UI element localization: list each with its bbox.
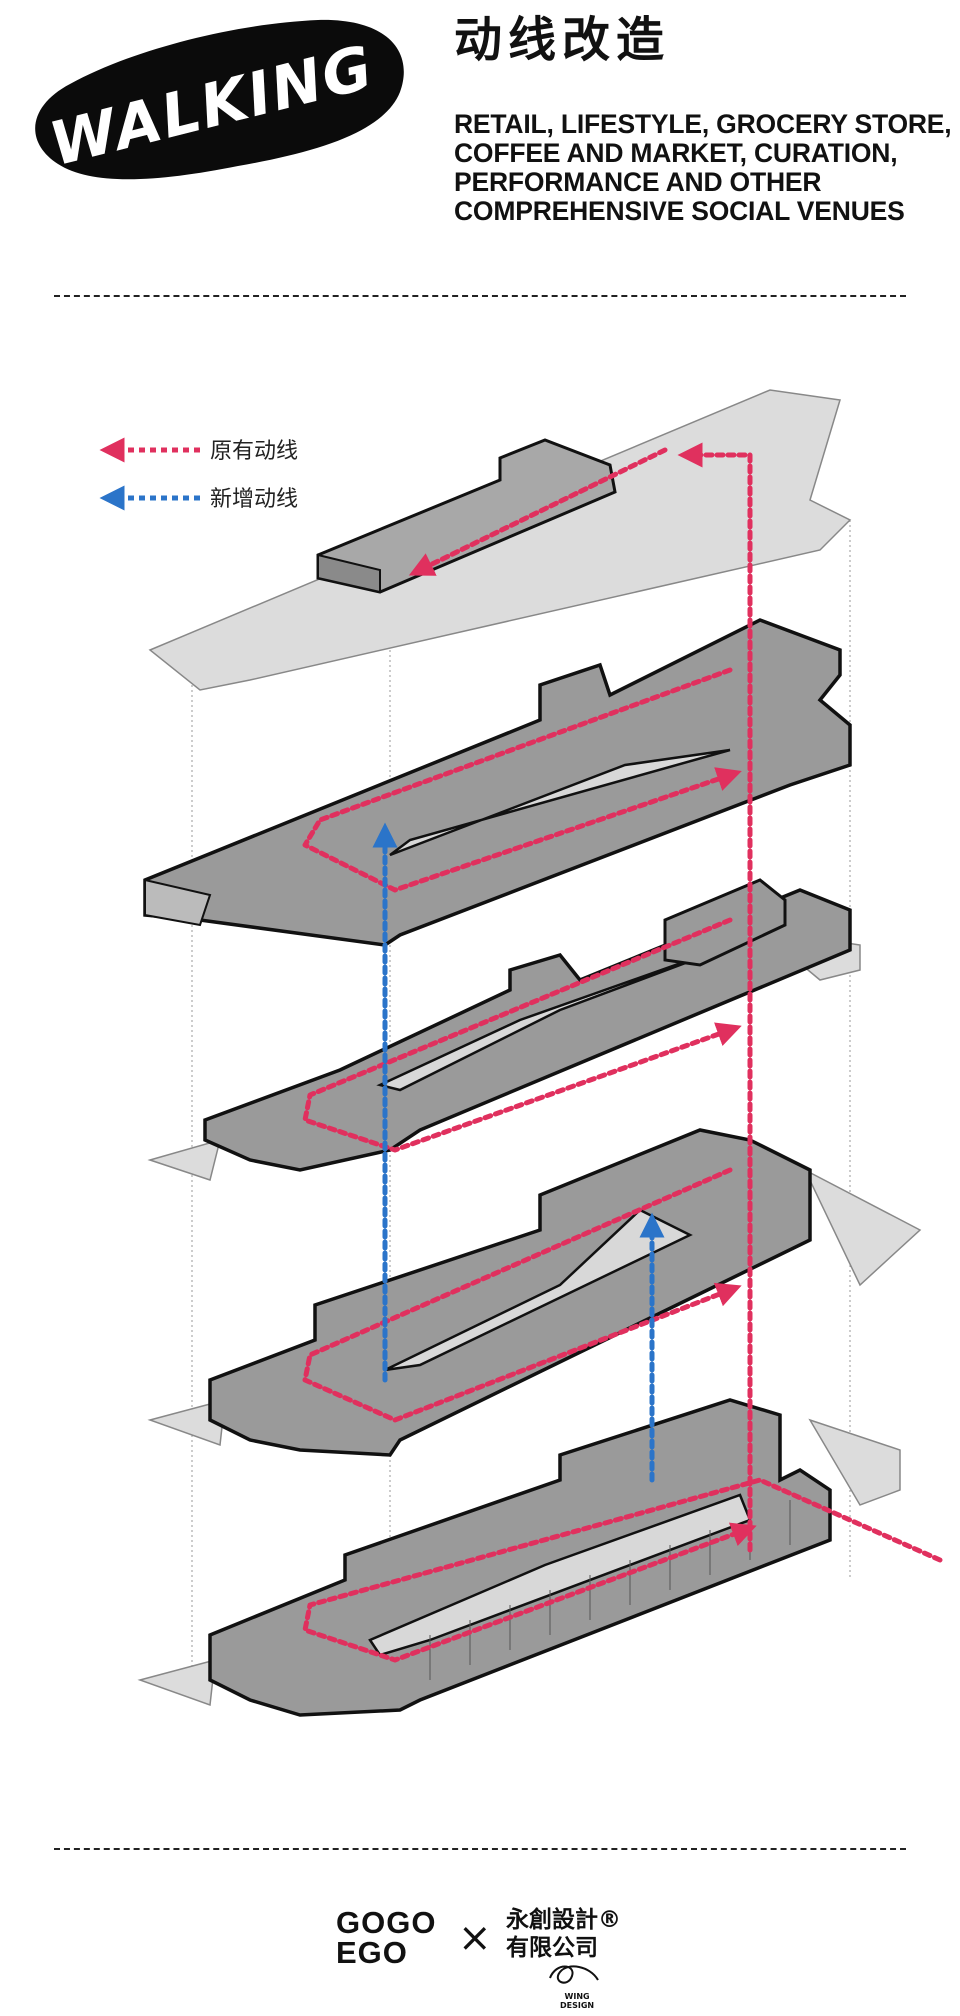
floor-plate: [147, 1138, 222, 1181]
brand-small-line1: WING: [564, 1992, 590, 2001]
brand-small-line2: DESIGN: [560, 2001, 595, 2010]
legend-label-original: 原有动线: [210, 439, 298, 464]
brand-ego-line: EGO: [336, 1935, 408, 1970]
brand-separator: ×: [458, 1915, 492, 1961]
building-volume-side: [317, 553, 381, 594]
new-circulation: [372, 822, 665, 1483]
page-subtitle: RETAIL, LIFESTYLE, GROCERY STORE, COFFEE…: [454, 110, 954, 226]
original-circulation: [302, 442, 943, 1663]
floor-plate: [137, 1658, 216, 1707]
original-path-level5: [408, 447, 668, 576]
subtitle-line: COMPREHENSIVE SOCIAL VENUES: [454, 196, 905, 226]
legend: 原有动线 新增动线: [99, 437, 298, 512]
subtitle-line: PERFORMANCE AND OTHER: [454, 167, 822, 197]
shopfront-grid: [429, 1500, 791, 1680]
brand-wing-logo: 永創設計® 有限公司: [506, 1906, 621, 1962]
floor-level-1: [137, 1398, 901, 1717]
brand-wing-line1: 永創設計®: [506, 1907, 621, 1933]
page-title: 动线改造: [454, 12, 671, 68]
original-path-level4: [302, 667, 742, 893]
subtitle-line: RETAIL, LIFESTYLE, GROCERY STORE,: [454, 109, 952, 139]
atrium-void: [389, 748, 731, 857]
building-volume: [143, 618, 852, 947]
floor-plate: [803, 1168, 922, 1287]
wing-swirl-icon: [549, 1965, 599, 1984]
top-divider: [54, 295, 906, 297]
building-volume: [208, 1398, 832, 1717]
walking-logo: WALKING: [35, 19, 404, 180]
axonometric-floor-diagram: 原有动线 新增动线: [99, 389, 943, 1717]
floor-level-5: [148, 389, 852, 691]
subtitle-line: COFFEE AND MARKET, CURATION,: [454, 138, 898, 168]
legend-item-new: 新增动线: [99, 485, 298, 512]
brand-gogo-line: GOGO: [336, 1905, 437, 1940]
floor-level-2: [147, 1128, 922, 1457]
original-path-level1: [302, 1477, 943, 1663]
building-volume: [208, 1128, 812, 1457]
original-path-riser: [677, 442, 753, 1553]
original-path-level3: [302, 917, 742, 1153]
legend-label-new: 新增动线: [210, 487, 298, 512]
legend-item-original: 原有动线: [99, 437, 298, 464]
atrium-void: [376, 933, 761, 1092]
atrium-void: [384, 1208, 693, 1372]
logo-blob-shape: [35, 19, 404, 180]
bottom-divider: [54, 1848, 906, 1850]
brand-wing-small: WING DESIGN: [560, 1992, 594, 2010]
building-volume-side: [144, 878, 212, 927]
original-path-level2: [302, 1167, 742, 1423]
brand-wing-line2: 有限公司: [506, 1935, 598, 1961]
brand-gogo-ego-logo: GOGO EGO: [336, 1905, 437, 1970]
floor-plate: [808, 1418, 901, 1506]
floor-level-4: [143, 618, 852, 947]
